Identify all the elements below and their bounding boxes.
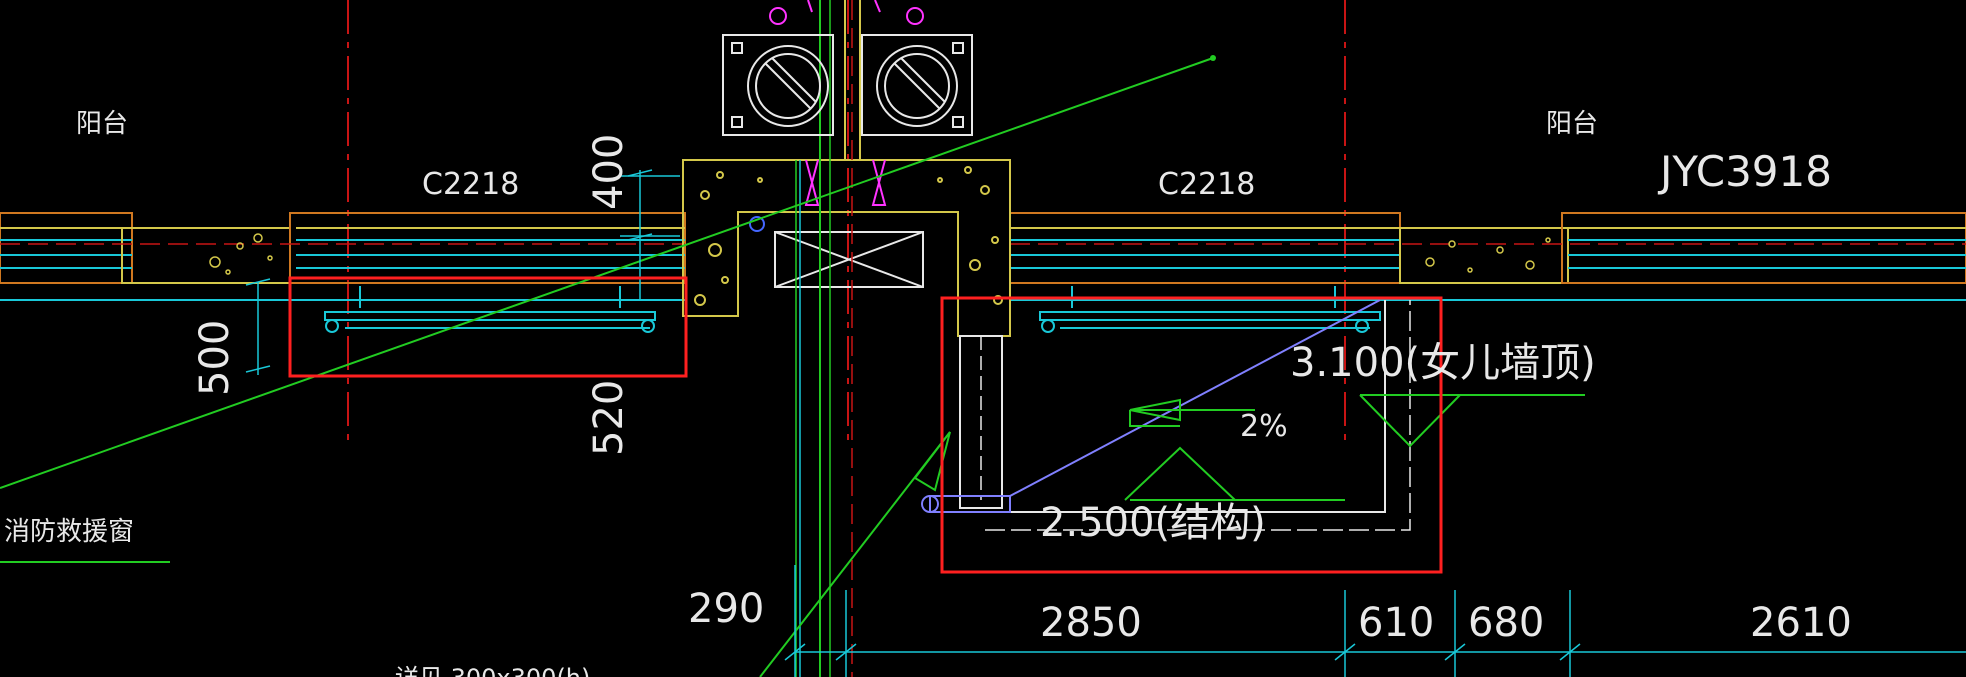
dim-610: 610 (1358, 600, 1434, 646)
dim-500: 500 (192, 320, 238, 396)
dim-290: 290 (688, 586, 764, 632)
label-balcony-right: 阳台 (1546, 109, 1598, 139)
label-bottom-cut: 详见 300x300(h) (395, 664, 590, 677)
highlight-box-right[interactable] (940, 296, 1443, 574)
label-fire-rescue-window: 消防救援窗 (4, 517, 134, 547)
label-window-left: C2218 (422, 167, 519, 202)
window-frame-left (324, 286, 656, 333)
dimension-lines (245, 169, 1966, 677)
axis-lines (347, 0, 1346, 447)
dim-2610: 2610 (1750, 600, 1852, 646)
green-diagonal-end (1210, 55, 1216, 61)
label-slope: 2% (1240, 409, 1288, 444)
dim-400: 400 (586, 134, 632, 210)
ventilation-unit-left (722, 34, 834, 136)
central-wall-core (682, 159, 1011, 337)
label-parapet-elevation: 3.100(女儿墙顶) (1290, 340, 1596, 386)
concrete-hatch (209, 233, 1551, 275)
label-window-far-right: JYC3918 (1657, 147, 1832, 196)
ventilation-unit-right (861, 34, 973, 136)
wall-band-left (0, 212, 686, 301)
pipe-markers (769, 0, 924, 206)
shaft-lines (795, 0, 861, 677)
wall-band-right (1009, 212, 1966, 301)
label-balcony-left: 阳台 (76, 109, 128, 139)
core-marker (749, 216, 765, 232)
label-structure-elevation: 2.500(结构) (1040, 500, 1266, 546)
dim-680: 680 (1468, 600, 1544, 646)
dim-520: 520 (586, 380, 632, 456)
dim-2850: 2850 (1040, 600, 1142, 646)
highlight-box-left[interactable] (288, 276, 688, 378)
window-frame-right (1039, 286, 1381, 333)
label-window-right: C2218 (1158, 167, 1255, 202)
green-arrowhead (913, 431, 951, 492)
green-diagonal-line (0, 57, 1214, 489)
roof-detail (921, 299, 1585, 531)
